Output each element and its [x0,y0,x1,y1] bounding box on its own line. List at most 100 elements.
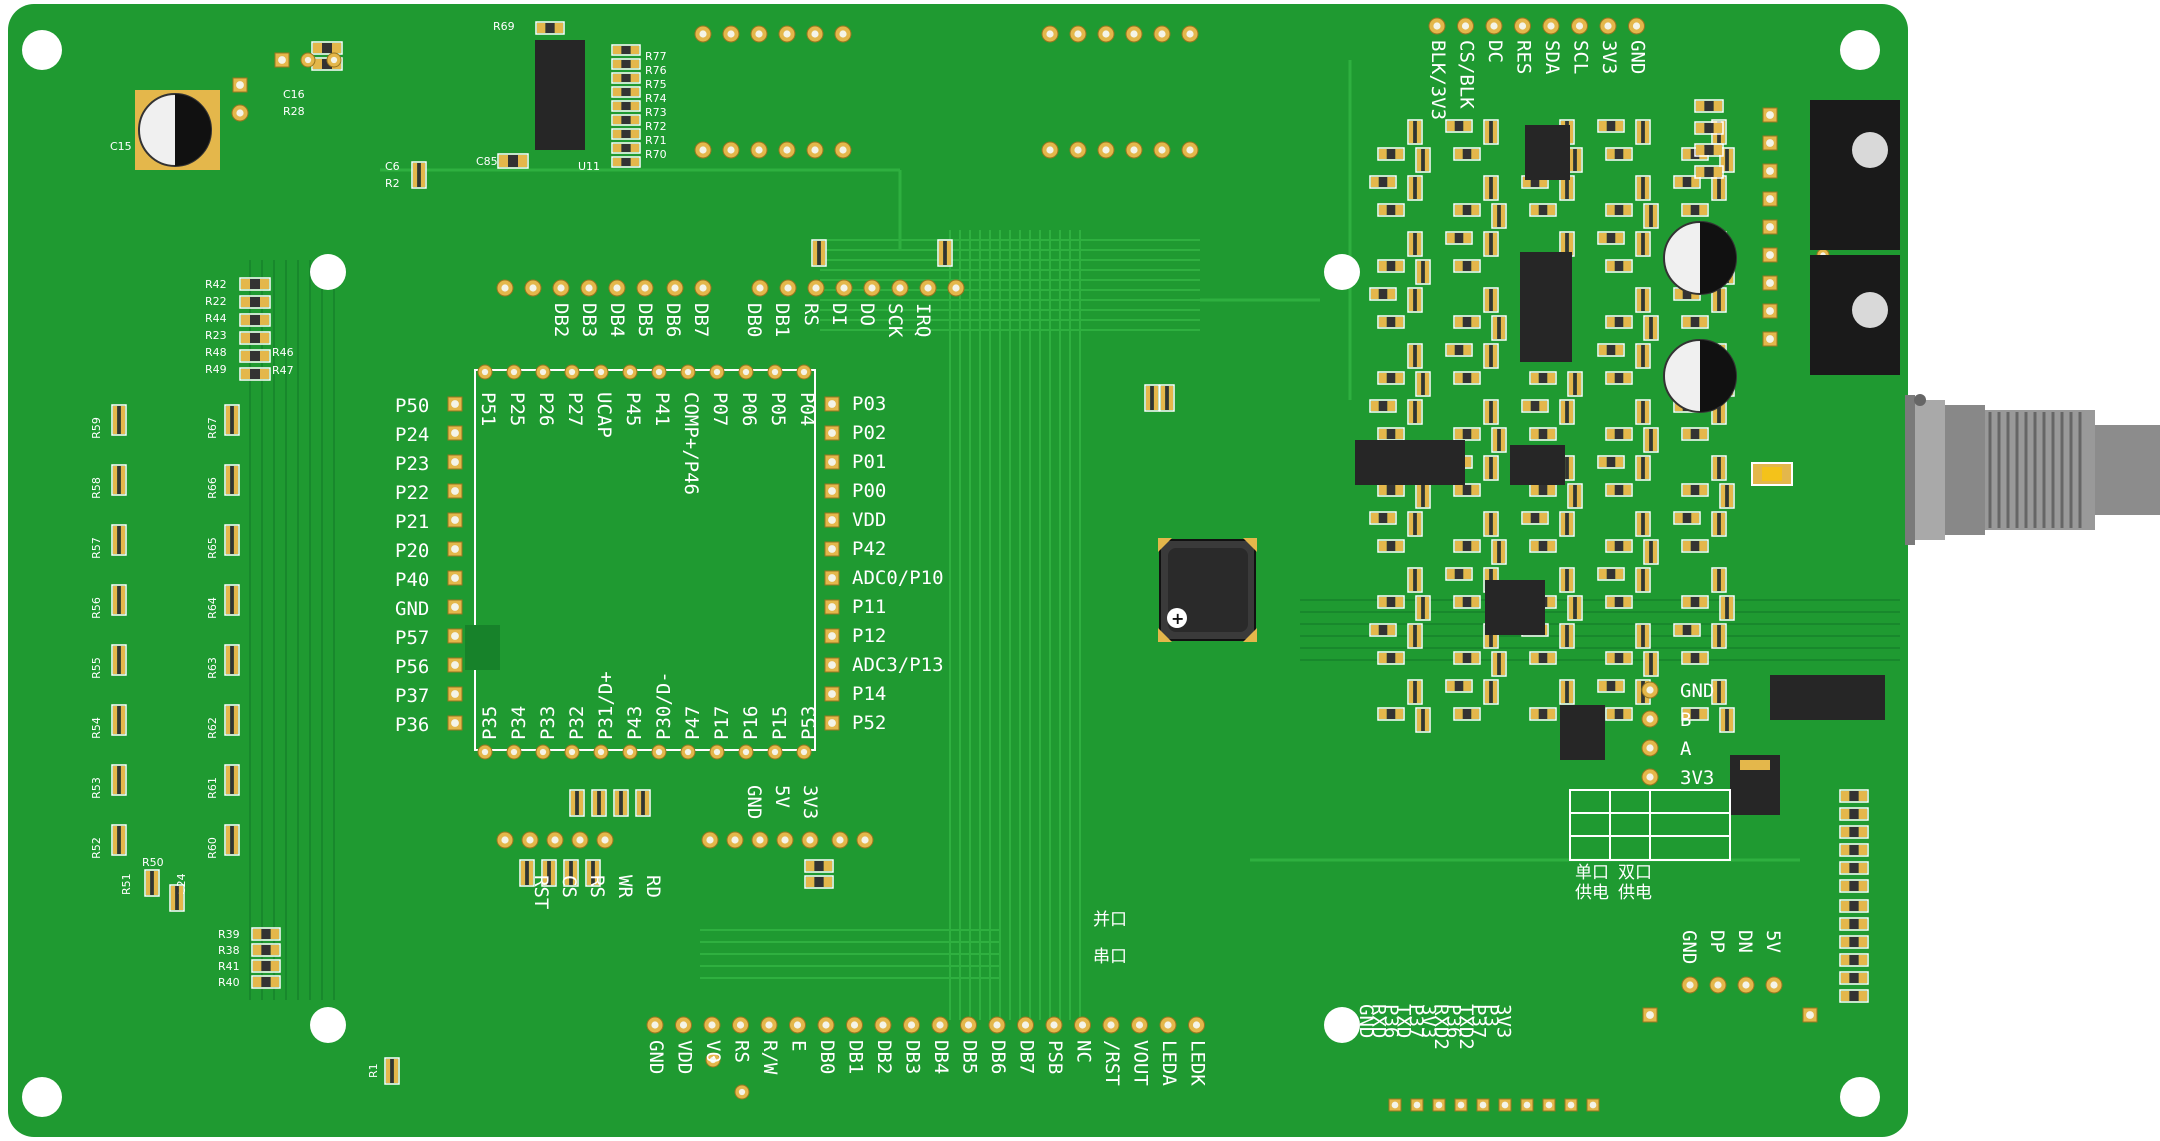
smd-outline [1369,175,1397,189]
smd-pad [1531,541,1539,551]
power-supply-label: 供电 [1575,883,1609,903]
smd-body [1497,541,1501,563]
smd-body [597,791,601,815]
pad-hole [952,284,960,292]
smd-pad [1858,919,1867,929]
smd-outline [1483,455,1499,481]
smd-pad [1637,345,1642,367]
smd-outline [1597,567,1625,581]
smd-pad [1713,681,1718,703]
smd-pad [1644,625,1649,647]
smd-pad [1539,513,1547,523]
mount-hole-icon [22,1077,62,1117]
smd-outline [1719,147,1735,173]
smd-pad [1623,653,1631,663]
pad-hole [1164,1021,1172,1029]
smd-pad [1637,401,1642,423]
mcu-pin-label-left: P22 [395,482,429,504]
smd-body [621,60,631,68]
smd-pad [1644,345,1649,367]
pad-hole [709,1056,717,1064]
smd-body [322,43,332,53]
smd-pad [1728,597,1733,619]
smd-pad [1683,149,1691,159]
smd-outline [1521,399,1549,413]
smd-pad [1561,681,1566,703]
pad-hole [539,368,547,376]
smd-body [621,130,631,138]
smd-outline [224,644,240,676]
smd-outline [1635,623,1651,649]
pad-hole [576,836,584,844]
pad-hole [756,836,764,844]
pad-hole [529,284,537,292]
smd-pad [1371,625,1379,635]
ref-designator: R76 [645,64,667,77]
smd-pad [1699,597,1707,607]
smd-outline [1681,483,1709,497]
pad-hole [551,836,559,844]
smd-outline [1643,315,1659,341]
smd-pad [1623,709,1631,719]
pad-hole [924,284,932,292]
smd-pad [1395,653,1403,663]
smd-outline [1605,651,1633,665]
smd-pad [1841,991,1850,1001]
smd-pad [1463,345,1471,355]
smd-outline [1681,427,1709,441]
smd-outline [1597,343,1625,357]
ref-designator: C15 [110,140,132,153]
smd-body [1649,429,1653,451]
smd-pad [1858,991,1867,1001]
smd-pad [1644,401,1649,423]
smd-pad [1531,653,1539,663]
pad-hole [742,368,750,376]
smd-pad [1417,373,1422,395]
audio-jack-icon [1852,132,1888,168]
lcd-header-label: DB7 [690,303,712,337]
pad-hole [800,368,808,376]
smd-body [1462,317,1472,327]
bottom-header-label: DB3 [902,1040,924,1074]
pad-hole [1102,30,1110,38]
bottom-header-label: GND [645,1040,667,1074]
smd-outline [1445,231,1473,245]
smd-pad [1417,485,1422,507]
mcu-pin-label-right: P00 [852,480,886,502]
pad-hole [828,603,836,611]
smd-body [943,241,947,265]
smd-body [117,586,121,614]
smd-outline [611,100,641,112]
smd-body [1421,261,1425,283]
smd-pad [1395,429,1403,439]
smd-outline [1483,287,1499,313]
smd-outline [1839,825,1869,839]
pad-hole [713,368,721,376]
smd-pad [1455,205,1463,215]
pad-hole [1523,1101,1531,1109]
pad-hole [771,368,779,376]
smd-pad [1623,261,1631,271]
smd-pad [1858,863,1867,873]
pad-hole [800,748,808,756]
smd-pad [1447,345,1455,355]
pad-hole [828,400,836,408]
smd-pad [1424,149,1429,171]
smd-outline [1839,899,1869,913]
smd-outline [1144,384,1160,412]
ref-designator: R63 [206,657,219,679]
smd-pad [226,466,231,494]
smd-pad [1561,233,1566,255]
smd-pad [1485,177,1490,199]
smd-body [1489,345,1493,367]
smd-body [1386,261,1396,271]
smd-body [1462,261,1472,271]
ic-u18 [1485,580,1545,635]
smd-body [1614,149,1624,159]
smd-body [1849,791,1859,801]
smd-outline [804,859,834,873]
smd-pad [1547,205,1555,215]
mcu-pin-label-bottom: P53 [798,706,820,740]
bottom-header-label: DB0 [816,1040,838,1074]
